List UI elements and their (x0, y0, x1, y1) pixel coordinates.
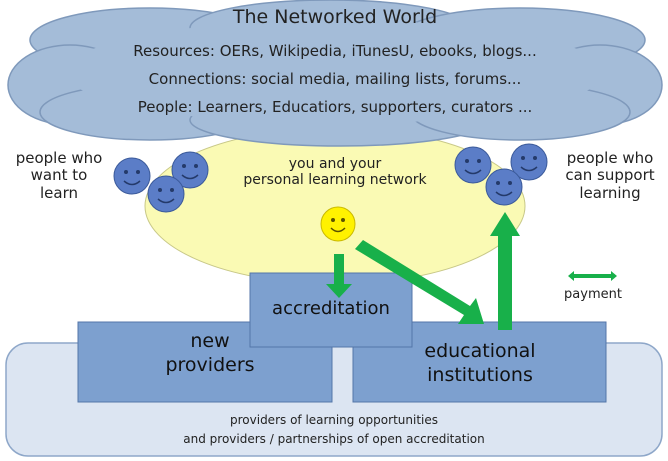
smiley-face-icon (113, 157, 151, 195)
smiley-face-icon (485, 168, 523, 206)
learners-label: people who want to learn (0, 149, 118, 202)
arrow-to-accreditation (326, 254, 352, 298)
supporters-line-1: people who (566, 149, 654, 167)
center-line-1: you and your (288, 156, 382, 172)
networked-world-cloud (7, 0, 663, 147)
arrow-to-institutions (355, 240, 484, 324)
new-providers-line-1: new (190, 330, 230, 352)
learners-line-1: people who (15, 149, 103, 167)
new-providers-line-2: providers (165, 353, 255, 376)
footer-line-1: providers of learning opportunities (230, 413, 438, 427)
edu-line-1: educational (424, 340, 536, 362)
learners-line-3: learn (40, 183, 78, 202)
cloud-people: People: Learners, Educatiors, supporters… (137, 98, 533, 116)
smiley-face-icon (454, 146, 492, 184)
payment-arrows (326, 212, 617, 330)
center-line-2: personal learning network (243, 172, 427, 189)
cloud-resources: Resources: OERs, Wikipedia, iTunesU, ebo… (133, 42, 537, 60)
smiley-face-icon (510, 143, 548, 181)
educational-institutions-label: educational institutions (400, 340, 560, 388)
smiley-face-icon (147, 175, 185, 213)
personal-network-label: you and your personal learning network (205, 156, 465, 188)
accreditation-label: accreditation (272, 298, 390, 319)
footer-line-2: and providers / partnerships of open acc… (183, 432, 485, 446)
you-smiley-icon (320, 206, 356, 242)
supporter-faces (454, 143, 548, 206)
arrow-to-supporters (490, 212, 520, 330)
payment-legend-label: payment (564, 287, 622, 302)
supporters-line-3: learning (579, 183, 641, 202)
new-providers-label: new providers (150, 330, 270, 378)
supporters-label: people who can support learning (552, 149, 668, 202)
accreditation-box (249, 272, 413, 348)
edu-line-2: institutions (427, 363, 533, 386)
cloud-title: The Networked World (232, 6, 438, 28)
cloud-connections: Connections: social media, mailing lists… (148, 70, 522, 88)
learner-faces (113, 151, 209, 213)
smiley-face-icon (171, 151, 209, 189)
supporters-line-2: can support (565, 166, 655, 185)
learners-line-2: want to (30, 166, 88, 185)
payment-legend-arrow (568, 271, 617, 281)
